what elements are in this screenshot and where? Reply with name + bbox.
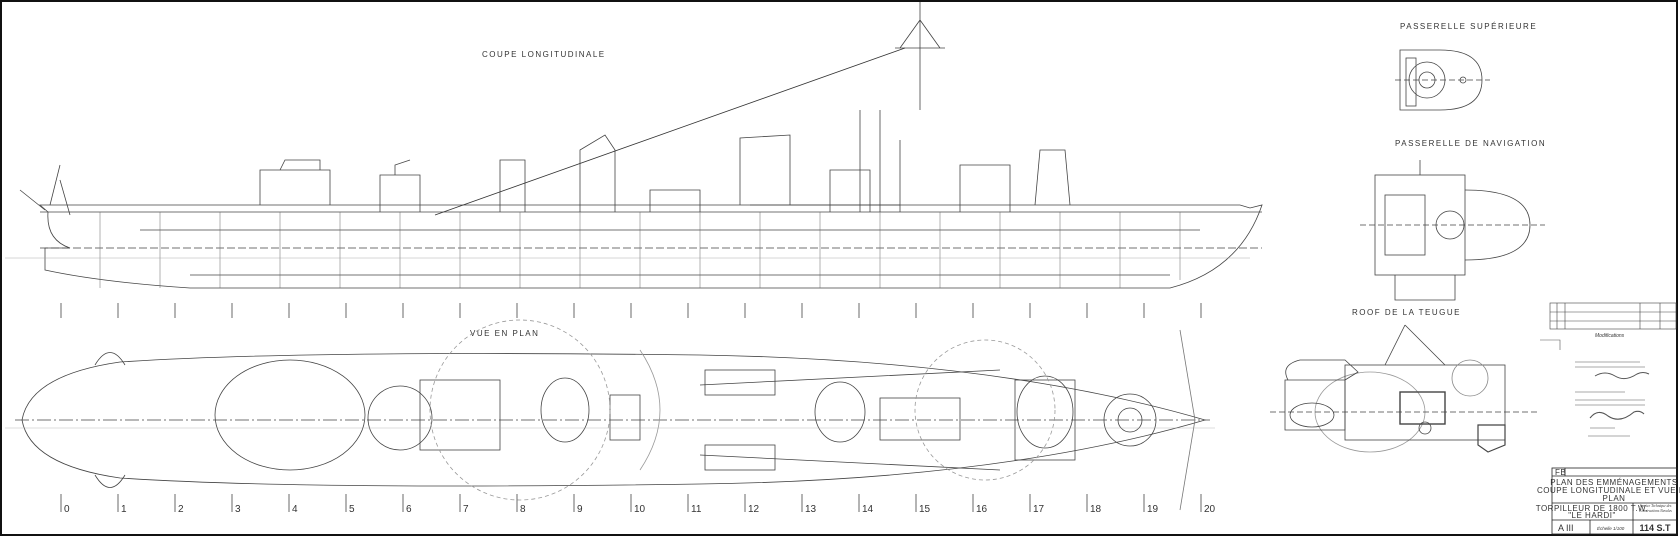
office-name: Service Technique des Constructions Nava… xyxy=(1639,504,1672,513)
station-label: 16 xyxy=(976,504,988,515)
station-label: 6 xyxy=(406,504,412,515)
station-label: 9 xyxy=(577,504,583,515)
station-label: 0 xyxy=(64,504,70,515)
station-label: 2 xyxy=(178,504,184,515)
plan-title: VUE EN PLAN xyxy=(470,329,539,338)
hull-profile xyxy=(38,204,1263,289)
station-label: 11 xyxy=(691,504,702,515)
drawing-number: 114 S.T xyxy=(1639,523,1671,533)
station-label: 14 xyxy=(862,504,874,515)
station-label: 4 xyxy=(292,504,298,515)
title-block xyxy=(1551,467,1678,535)
title-block-code: FB xyxy=(1555,468,1566,477)
station-label: 5 xyxy=(349,504,355,515)
forecastle-roof-title: ROOF DE LA TEUGUE xyxy=(1352,308,1461,317)
station-label: 3 xyxy=(235,504,241,515)
station-label: 1 xyxy=(121,504,127,515)
drawing-scale: Échelle 1/100 xyxy=(1597,525,1625,531)
upper-bridge-view xyxy=(1395,49,1490,111)
profile-title: COUPE LONGITUDINALE xyxy=(482,50,606,59)
station-label: 20 xyxy=(1204,504,1216,515)
revision-caption: Modifications xyxy=(1595,333,1625,339)
station-label: 15 xyxy=(919,504,931,515)
title-line-1: PLAN DES EMMÉNAGEMENTS xyxy=(1550,478,1677,487)
station-label: 7 xyxy=(463,504,469,515)
vessel-line-1: TORPILLEUR DE 1800 T.W. xyxy=(1536,504,1649,513)
sheet-ref: A III xyxy=(1558,523,1574,533)
station-label: 12 xyxy=(748,504,760,515)
vessel-line-2: "LE HARDI" xyxy=(1568,511,1616,520)
revision-table xyxy=(1549,302,1677,330)
nav-bridge-title: PASSERELLE DE NAVIGATION xyxy=(1395,139,1546,148)
station-label: 10 xyxy=(634,504,646,515)
profile-view xyxy=(5,2,1263,289)
plan-view xyxy=(5,319,1426,511)
station-label: 17 xyxy=(1033,504,1045,515)
station-label: 13 xyxy=(805,504,817,515)
forecastle-roof-view xyxy=(1270,324,1540,453)
station-label: 8 xyxy=(520,504,526,515)
station-label: 18 xyxy=(1090,504,1102,515)
title-line-3: PLAN xyxy=(1603,494,1626,503)
nav-bridge-view xyxy=(1360,160,1545,301)
station-ticks xyxy=(60,303,1202,512)
station-label: 19 xyxy=(1147,504,1159,515)
upper-bridge-title: PASSERELLE SUPÉRIEURE xyxy=(1400,22,1537,31)
title-line-2: COUPE LONGITUDINALE ET VUE EN xyxy=(1537,486,1680,495)
approval-signatures xyxy=(1540,339,1650,437)
